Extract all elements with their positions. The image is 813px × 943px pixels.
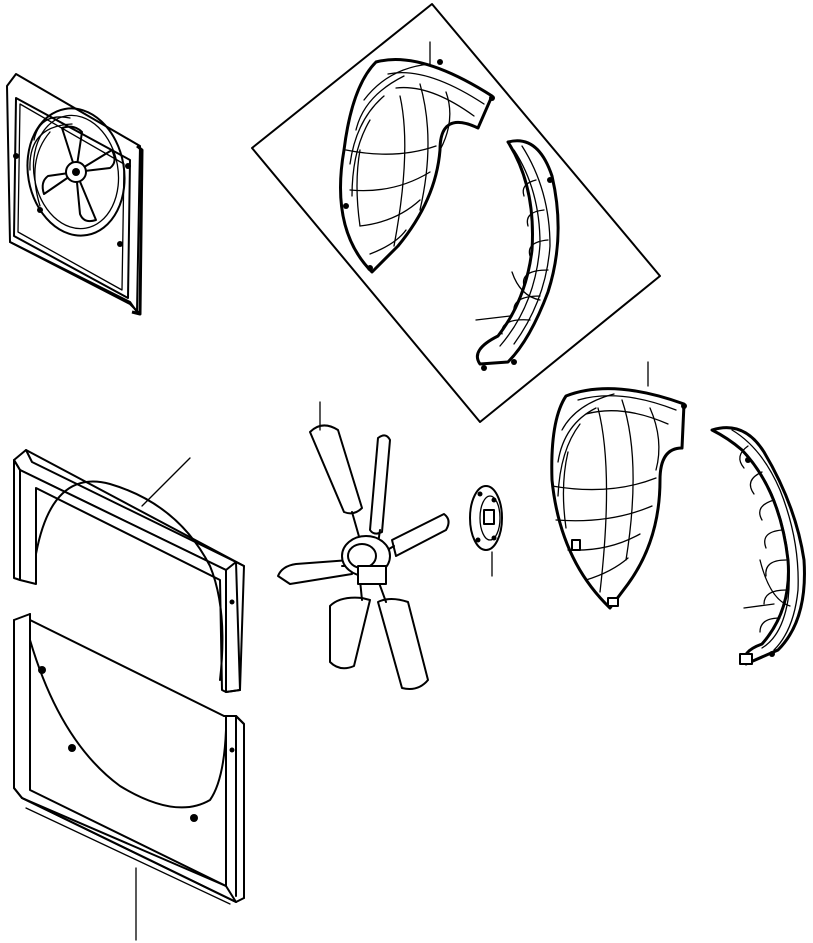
guard-kit-lower-guard [475,139,560,371]
leader-fan-guard-lower [743,603,775,609]
lower-shroud-panel [13,613,245,905]
leader-lower-guard-kit [475,315,511,321]
fan-spacer [469,485,503,551]
guard-kit-frame [251,3,661,423]
fan-shroud-assembly [6,73,144,316]
upper-shroud-panel [13,449,245,693]
leader-lines [135,41,775,941]
leader-upper-shroud [141,457,191,507]
guard-kit-upper-guard [339,58,495,274]
fan-guard-lower [710,426,806,666]
fan-blade-assembly [277,424,450,690]
fan-guard-upper [550,387,687,610]
